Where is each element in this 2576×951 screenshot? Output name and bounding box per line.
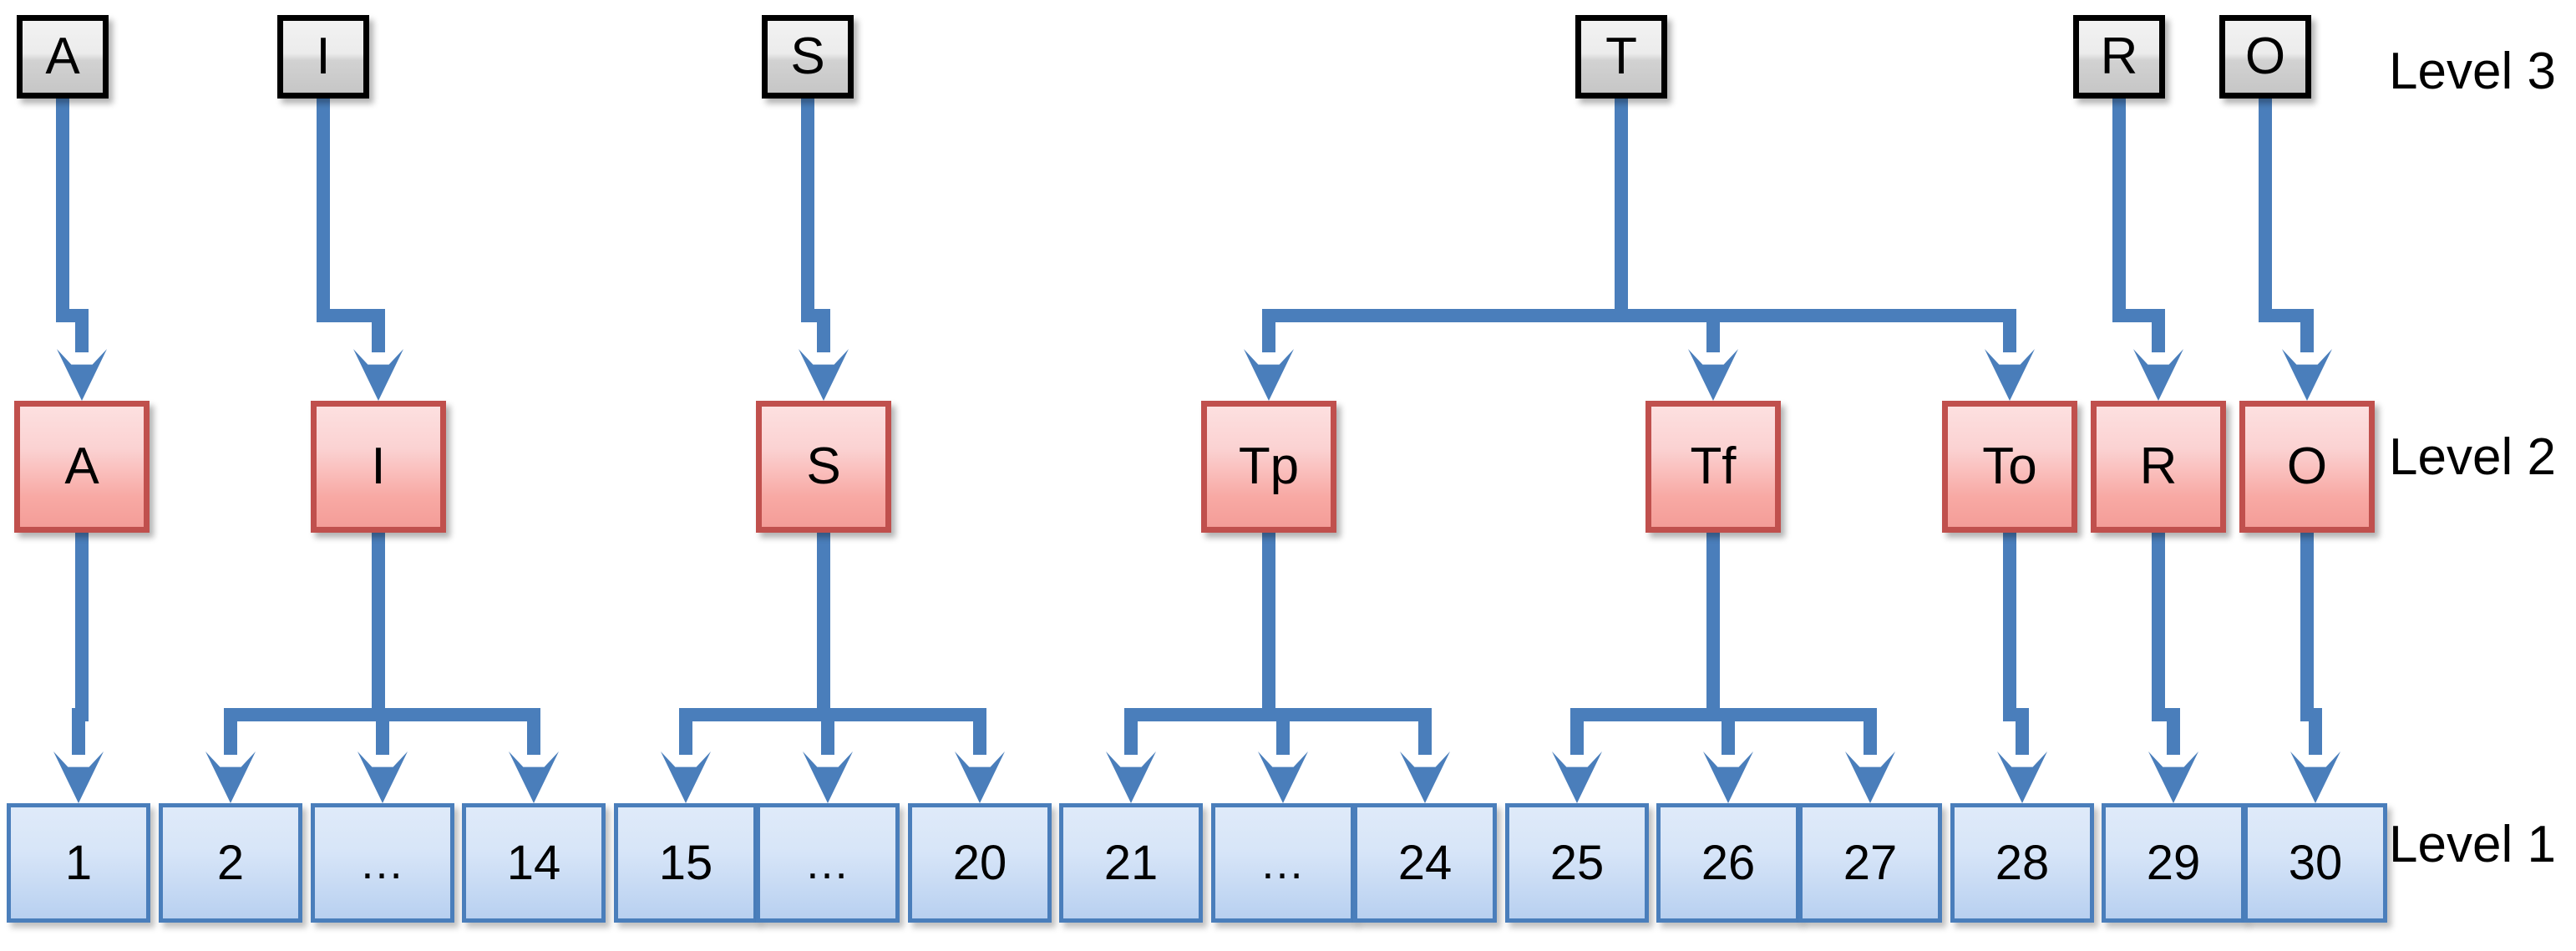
level1-node-20[interactable]: 20	[908, 803, 1052, 923]
arrowhead	[2133, 349, 2183, 401]
level2-node-I[interactable]: I	[311, 401, 446, 533]
node-label: …	[359, 837, 406, 888]
node-label: Tf	[1690, 438, 1737, 495]
arrowhead	[803, 751, 853, 803]
node-label: 15	[658, 835, 713, 890]
node-label: 27	[1843, 835, 1898, 890]
level1-node-ellipsis[interactable]: …	[1211, 803, 1355, 923]
level2-node-R[interactable]: R	[2091, 401, 2226, 533]
arrowhead	[1400, 751, 1450, 803]
arrowhead	[57, 349, 107, 401]
arrowhead	[955, 751, 1005, 803]
level1-node-21[interactable]: 21	[1059, 803, 1203, 923]
node-label: A	[45, 28, 80, 85]
arrowhead	[1985, 349, 2035, 401]
level1-node-25[interactable]: 25	[1505, 803, 1649, 923]
arrowhead	[661, 751, 711, 803]
level-2-label: Level 2	[2389, 428, 2556, 486]
level1-node-2[interactable]: 2	[159, 803, 302, 923]
level3-node-T[interactable]: T	[1575, 15, 1667, 99]
level2-node-Tp[interactable]: Tp	[1201, 401, 1336, 533]
level1-node-24[interactable]: 24	[1353, 803, 1497, 923]
level1-node-29[interactable]: 29	[2102, 803, 2245, 923]
arrowhead	[353, 349, 403, 401]
level1-node-15[interactable]: 15	[614, 803, 758, 923]
node-label: A	[64, 438, 99, 495]
level-3-label: Level 3	[2389, 43, 2556, 100]
node-label: 20	[952, 835, 1007, 890]
level3-node-R[interactable]: R	[2073, 15, 2165, 99]
level3-node-I[interactable]: I	[277, 15, 369, 99]
level1-node-ellipsis[interactable]: …	[756, 803, 900, 923]
node-label: 28	[1995, 835, 2050, 890]
node-label: To	[1982, 438, 2037, 495]
level2-node-Tf[interactable]: Tf	[1645, 401, 1781, 533]
node-label: R	[2139, 438, 2178, 495]
arrowhead	[1244, 349, 1294, 401]
node-label: 26	[1701, 835, 1756, 890]
arrowhead	[1552, 751, 1602, 803]
level1-node-26[interactable]: 26	[1656, 803, 1800, 923]
level1-node-28[interactable]: 28	[1950, 803, 2094, 923]
level3-node-O[interactable]: O	[2219, 15, 2311, 99]
level3-node-S[interactable]: S	[762, 15, 854, 99]
node-label: Tp	[1238, 438, 1300, 495]
arrowhead	[1845, 751, 1895, 803]
arrowhead	[1997, 751, 2047, 803]
node-label: O	[2244, 28, 2286, 85]
level2-node-To[interactable]: To	[1942, 401, 2077, 533]
level1-node-30[interactable]: 30	[2244, 803, 2387, 923]
node-label: …	[1260, 837, 1306, 888]
arrowhead	[1688, 349, 1738, 401]
level1-node-14[interactable]: 14	[462, 803, 606, 923]
arrowhead	[2148, 751, 2198, 803]
level1-node-1[interactable]: 1	[7, 803, 150, 923]
level1-node-ellipsis[interactable]: …	[311, 803, 454, 923]
node-label: 1	[64, 835, 93, 890]
node-label: 24	[1397, 835, 1453, 890]
node-label: R	[2100, 28, 2138, 85]
node-label: S	[806, 438, 841, 495]
arrowhead	[1258, 751, 1308, 803]
node-label: 25	[1549, 835, 1605, 890]
node-label: 29	[2146, 835, 2201, 890]
arrowhead	[2282, 349, 2332, 401]
arrowhead	[357, 751, 408, 803]
level2-node-O[interactable]: O	[2239, 401, 2375, 533]
node-label: 14	[506, 835, 561, 890]
level2-node-A[interactable]: A	[14, 401, 150, 533]
node-label: I	[371, 438, 386, 495]
arrowhead	[509, 751, 559, 803]
node-label: 30	[2288, 835, 2343, 890]
node-label: I	[316, 28, 331, 85]
arrowhead	[1703, 751, 1753, 803]
node-label: T	[1605, 28, 1637, 85]
arrowhead	[2290, 751, 2340, 803]
node-label: 2	[216, 835, 245, 890]
node-label: …	[804, 837, 851, 888]
node-label: S	[790, 28, 825, 85]
level1-node-27[interactable]: 27	[1798, 803, 1942, 923]
arrowhead	[799, 349, 849, 401]
arrowhead	[53, 751, 104, 803]
node-label: 21	[1103, 835, 1159, 890]
arrowhead	[205, 751, 256, 803]
node-label: O	[2286, 438, 2328, 495]
level-1-label: Level 1	[2389, 816, 2556, 873]
arrowhead	[1106, 751, 1156, 803]
level3-node-A[interactable]: A	[17, 15, 109, 99]
level2-node-S[interactable]: S	[756, 401, 891, 533]
